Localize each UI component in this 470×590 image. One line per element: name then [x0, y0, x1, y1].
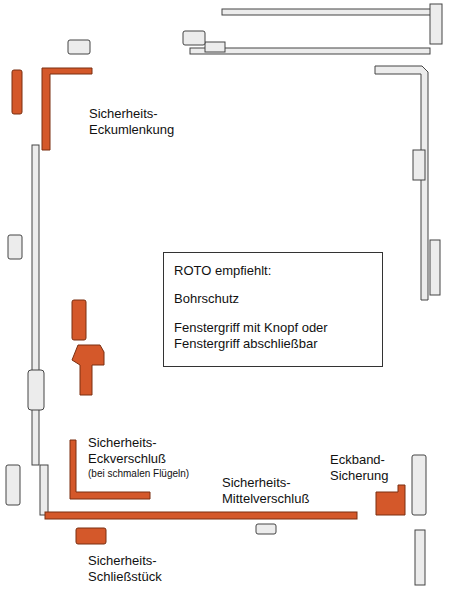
part-label: Sicherheits-Eckumlenkung — [89, 106, 189, 137]
top-corner-hinge — [430, 4, 442, 44]
box-text: ROTO empfiehlt: — [174, 263, 374, 279]
bottom-keeper — [256, 524, 276, 534]
hinge-pin — [415, 530, 425, 585]
hinge-plate — [412, 455, 426, 515]
box-text: Bohrschutz — [174, 291, 374, 307]
bottom-left-corner — [40, 465, 48, 515]
gear-box — [28, 370, 44, 410]
top-rod — [222, 9, 437, 15]
window-handle — [72, 345, 104, 395]
top-left-keeper — [68, 40, 90, 54]
security-striker — [76, 528, 106, 544]
left-espagnolette — [32, 145, 39, 465]
top-middle-keeper — [183, 31, 205, 45]
right-stay — [430, 240, 440, 295]
left-keeper — [8, 235, 22, 259]
recommendation-box: ROTO empfiehlt: BohrschutzFenstergriff mi… — [163, 252, 383, 367]
part-label: Sicherheits-Mittelverschluß — [222, 475, 332, 506]
top-rail — [190, 48, 430, 54]
box-text: Fenstergriff mit Knopf oder Fenstergriff… — [174, 320, 374, 353]
part-label: Sicherheits-Eckverschluß — [88, 435, 188, 466]
security-middle-lock — [45, 512, 357, 519]
hinge-security — [376, 485, 405, 515]
grey-fittings — [6, 4, 442, 585]
bottom-left-pivot — [6, 465, 20, 505]
corner-keeper — [12, 70, 22, 114]
right-keeper — [413, 150, 425, 180]
part-label: (bei schmalen Flügeln) — [88, 468, 218, 480]
part-label: Eckband-Sicherung — [330, 452, 420, 483]
drill-protection — [72, 300, 86, 340]
top-keeper — [205, 42, 225, 52]
security-corner-drive — [42, 68, 92, 150]
part-label: Sicherheits-Schließstück — [88, 553, 188, 584]
